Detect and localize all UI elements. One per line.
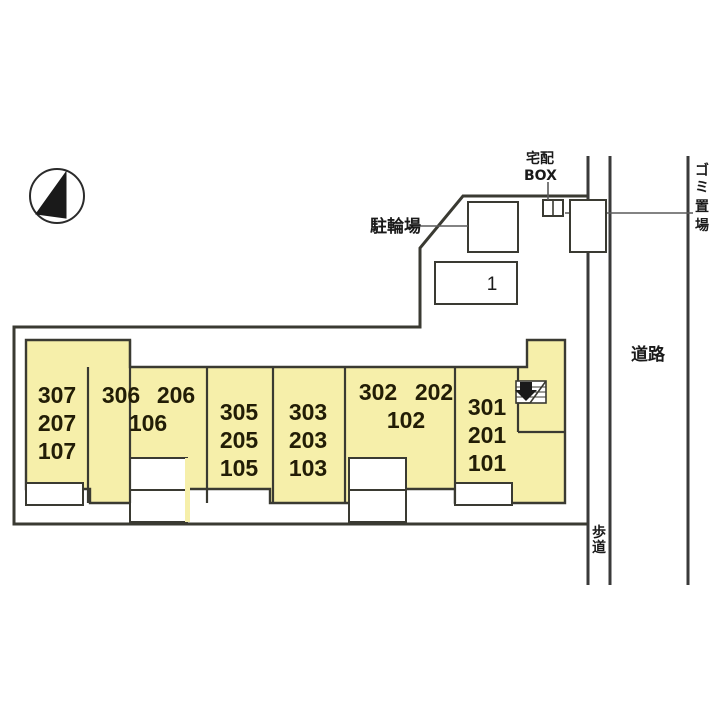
stairs-down-icon: [515, 380, 547, 404]
unit-label-203: 203: [289, 427, 327, 453]
unit-label-305: 305: [220, 399, 259, 425]
garbage-label-char-0: ゴ: [695, 162, 709, 179]
unit-label-103: 103: [289, 455, 327, 481]
alcove-302-upper: [348, 457, 407, 491]
unit-label-302: 302: [359, 379, 397, 405]
parking-space-1[interactable]: [434, 261, 518, 305]
unit-label-206: 206: [157, 382, 195, 408]
sidewalk-label: 歩 道: [592, 524, 606, 556]
parking-space-number: 1: [487, 274, 498, 295]
unit-label-202: 202: [415, 379, 453, 405]
alcove-306-upper: [129, 457, 188, 491]
alcove-divider-a: [185, 458, 190, 522]
garbage-label-char-1: ミ: [695, 180, 709, 196]
site-boundary-outline: [12, 194, 587, 526]
unit-label-106: 106: [129, 410, 167, 436]
unit-label-101: 101: [468, 450, 507, 476]
garbage-label-char-3: 場: [695, 217, 709, 234]
garbage-label-char-2: 置: [695, 198, 709, 215]
entrance-alcoves: [25, 457, 513, 523]
unit-label-307: 307: [38, 382, 76, 408]
road-label: 道路: [631, 344, 666, 365]
sidewalk-label-char-0: 歩: [592, 524, 606, 541]
delivery-box-unit[interactable]: [542, 199, 564, 217]
unit-number-labels: 307 207 107 306 206 106 305 205 105 303 …: [38, 379, 507, 481]
bicycle-parking-label: 駐輪場: [370, 216, 421, 237]
unit-label-107: 107: [38, 438, 76, 464]
unit-label-301: 301: [468, 394, 507, 420]
bicycle-parking-area[interactable]: [467, 201, 519, 253]
alcove-306-lower: [129, 489, 188, 523]
unit-label-105: 105: [220, 455, 259, 481]
unit-label-207: 207: [38, 410, 76, 436]
unit-label-201: 201: [468, 422, 507, 448]
unit-dividers: [86, 340, 565, 503]
unit-label-102: 102: [387, 407, 425, 433]
alcove-right: [454, 482, 513, 506]
delivery-box-label-line2: BOX: [524, 168, 557, 184]
unit-label-306: 306: [102, 382, 140, 408]
north-arrow-icon: [29, 168, 85, 224]
garbage-area-label: ゴ ミ 置 場: [695, 162, 709, 234]
sidewalk-label-char-1: 道: [592, 539, 606, 556]
alcove-left: [25, 482, 84, 506]
unit-label-205: 205: [220, 427, 259, 453]
alcove-302-lower: [348, 489, 407, 523]
garbage-area-box[interactable]: [569, 199, 607, 253]
unit-label-303: 303: [289, 399, 327, 425]
delivery-box-label-line1: 宅配: [526, 150, 554, 167]
